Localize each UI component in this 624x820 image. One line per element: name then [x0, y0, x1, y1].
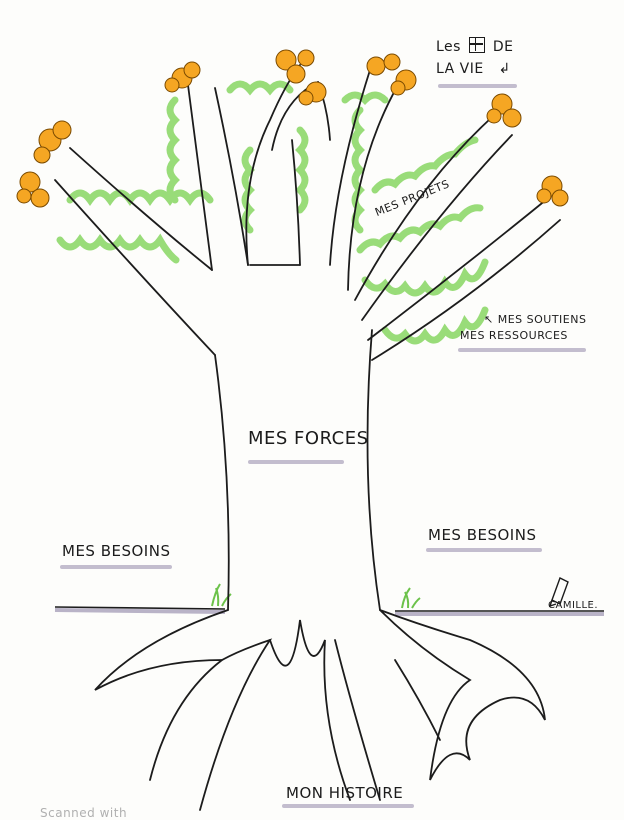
label-gifts-la-vie: LA VIE	[436, 61, 484, 77]
pencil-icon	[548, 577, 569, 608]
foliage	[56, 80, 489, 345]
arrow-up-icon: ↖	[484, 313, 494, 326]
grass-tuft-left	[211, 583, 232, 607]
ground-line-left-ink	[54, 606, 226, 610]
signature: CAMILLE.	[548, 600, 599, 611]
underlines	[60, 84, 586, 808]
label-supports: ↖ MES SOUTIENS MES RESSOURCES	[460, 312, 586, 344]
scanned-with-watermark: Scanned with	[40, 806, 128, 820]
label-supports-line1: ↖ MES SOUTIENS	[484, 312, 586, 328]
label-resources: MES RESSOURCES	[460, 329, 568, 342]
ground-line-left	[54, 608, 226, 614]
gift-icon	[468, 37, 485, 53]
label-gifts-de: DE	[492, 39, 514, 55]
grass-tuft-right	[401, 587, 421, 609]
arrow-icon: ↲	[498, 61, 511, 77]
label-needs-left: MES BESOINS	[62, 542, 171, 560]
label-strengths: MES FORCES	[248, 428, 369, 449]
label-needs-right: MES BESOINS	[428, 526, 537, 544]
label-gifts-of-life: Les DE LA VIE ↲	[436, 36, 514, 80]
flowers	[16, 49, 569, 208]
label-gifts-les: Les	[436, 39, 461, 55]
label-supports-text: MES SOUTIENS	[497, 313, 587, 326]
label-history: MON HISTOIRE	[286, 784, 404, 802]
